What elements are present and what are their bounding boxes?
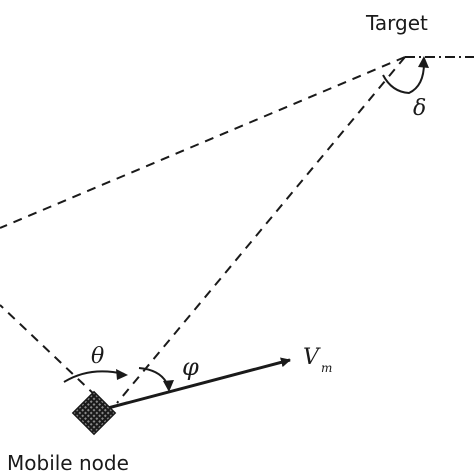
delta-label: δ xyxy=(413,96,426,121)
velocity-label: V xyxy=(303,345,321,370)
dashed-line-target-left xyxy=(0,56,406,229)
theta-label: θ xyxy=(91,344,104,369)
delta-angle-arc xyxy=(382,62,425,95)
dashed-line-target-node xyxy=(116,56,406,404)
phi-arc-arrowhead xyxy=(163,380,174,392)
velocity-arrow xyxy=(107,357,291,410)
delta-arc-arrowhead xyxy=(418,56,429,68)
mobile-node-label: Mobile node xyxy=(7,451,129,474)
mobile-node-icon xyxy=(71,390,117,436)
target-label: Target xyxy=(365,11,428,35)
velocity-subscript: m xyxy=(321,361,332,375)
theta-arc-arrowhead xyxy=(116,369,128,380)
dashed-line-node-reference xyxy=(0,304,97,397)
phi-label: φ xyxy=(182,353,199,381)
